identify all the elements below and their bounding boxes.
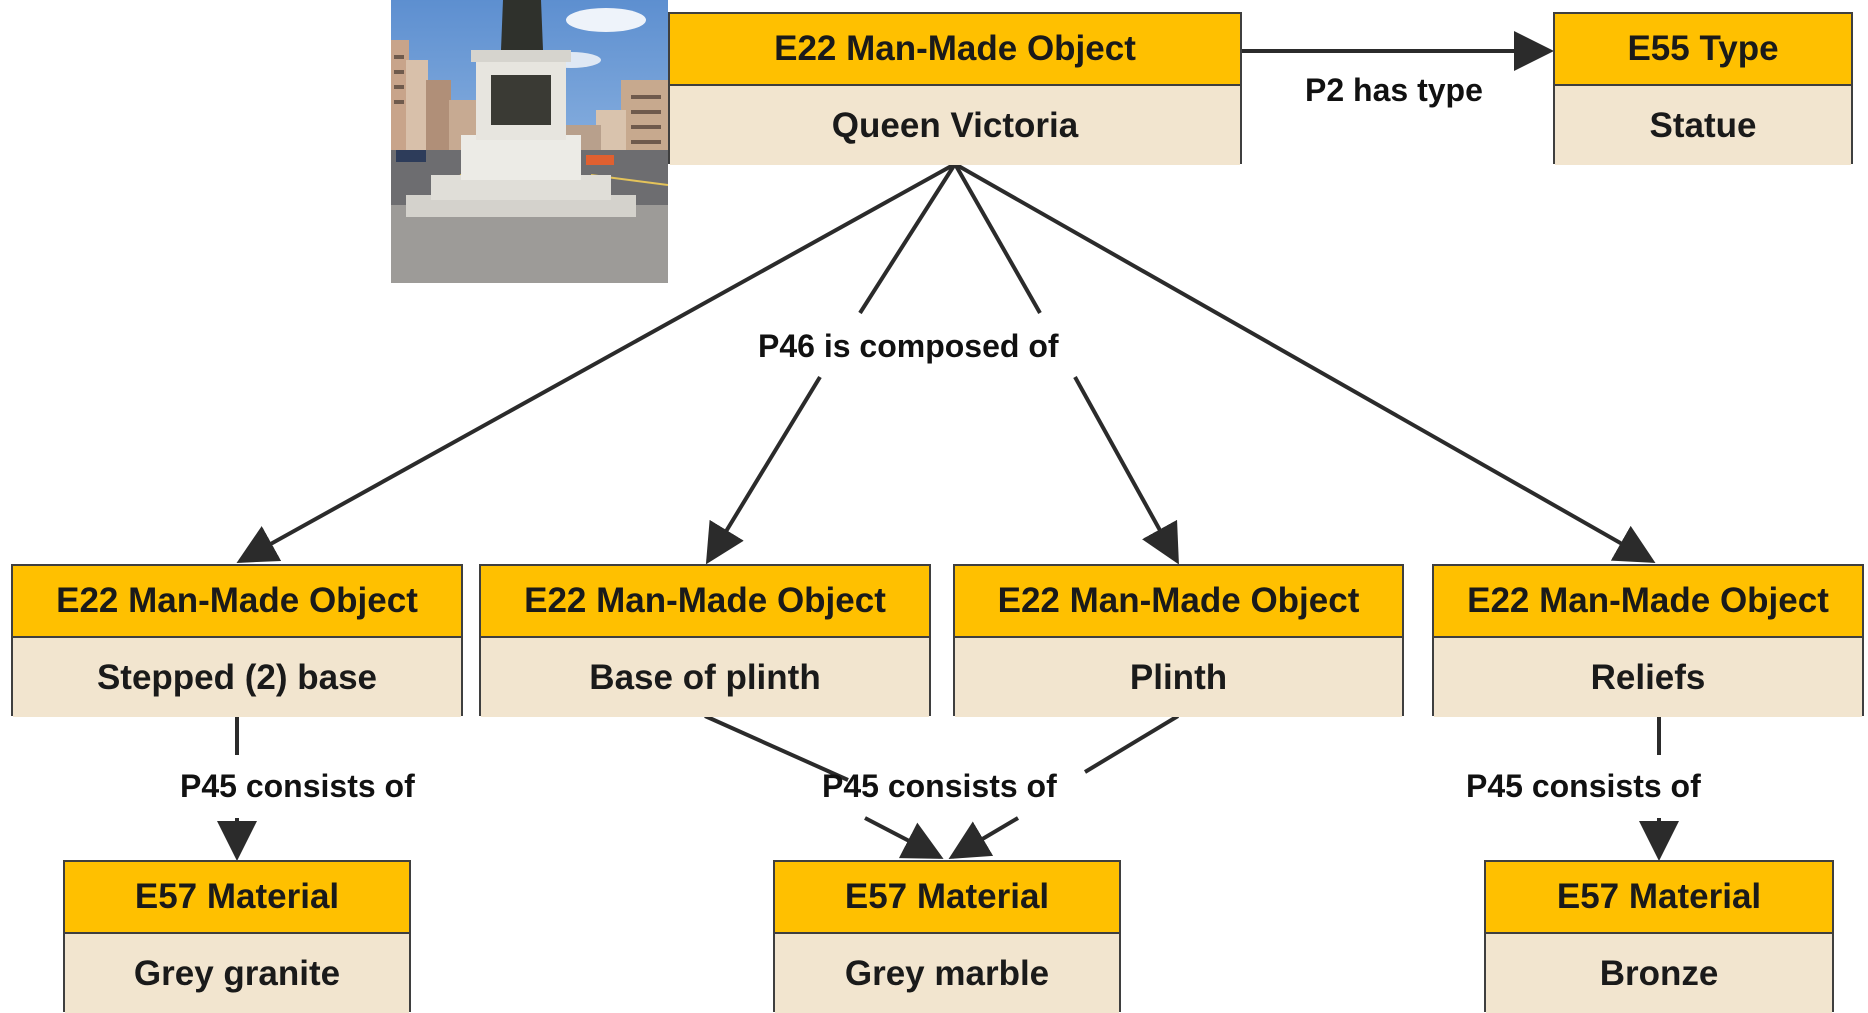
label-composed-of: P46 is composed of (758, 328, 1059, 364)
node-value: Grey granite (65, 934, 409, 1013)
node-base-of-plinth: E22 Man-Made Object Base of plinth (479, 564, 931, 717)
node-class: E57 Material (65, 862, 409, 934)
node-class: E22 Man-Made Object (13, 566, 461, 638)
node-plinth: E22 Man-Made Object Plinth (953, 564, 1404, 717)
edge-composed-stepped-base (236, 162, 956, 563)
edge-composed-reliefs (954, 162, 1656, 563)
edge-consists-marble-from-base (704, 714, 849, 782)
node-bronze: E57 Material Bronze (1484, 860, 1834, 1013)
node-type-statue: E55 Type Statue (1553, 12, 1853, 165)
node-class: E22 Man-Made Object (1434, 566, 1862, 638)
node-reliefs: E22 Man-Made Object Reliefs (1432, 564, 1864, 717)
statue-photo (391, 0, 668, 283)
label-consists-right: P45 consists of (1466, 768, 1701, 804)
node-class: E22 Man-Made Object (670, 14, 1240, 86)
node-class: E22 Man-Made Object (481, 566, 929, 638)
node-value: Bronze (1486, 934, 1832, 1013)
edge-composed-plinth-upper (953, 163, 1042, 314)
node-class: E55 Type (1555, 14, 1851, 86)
node-value: Statue (1555, 86, 1851, 165)
node-stepped-base: E22 Man-Made Object Stepped (2) base (11, 564, 463, 717)
edge-composed-plinth-lower (1073, 376, 1179, 565)
node-grey-marble: E57 Material Grey marble (773, 860, 1121, 1013)
label-consists-left: P45 consists of (180, 768, 415, 804)
node-queen-victoria: E22 Man-Made Object Queen Victoria (668, 12, 1242, 165)
edge-consists-marble-b (948, 816, 1020, 860)
edge-composed-base-plinth-lower (705, 375, 822, 565)
label-has-type: P2 has type (1305, 72, 1483, 108)
edge-consists-marble-from-plinth (1083, 714, 1180, 774)
node-class: E57 Material (775, 862, 1119, 934)
node-grey-granite: E57 Material Grey granite (63, 860, 411, 1013)
node-value: Queen Victoria (670, 86, 1240, 165)
node-class: E22 Man-Made Object (955, 566, 1402, 638)
node-value: Reliefs (1434, 638, 1862, 717)
node-value: Base of plinth (481, 638, 929, 717)
edge-composed-base-plinth-upper (858, 162, 957, 315)
node-value: Grey marble (775, 934, 1119, 1013)
node-value: Stepped (2) base (13, 638, 461, 717)
node-value: Plinth (955, 638, 1402, 717)
label-consists-middle: P45 consists of (822, 768, 1057, 804)
node-class: E57 Material (1486, 862, 1832, 934)
edge-consists-marble-a (864, 816, 944, 859)
